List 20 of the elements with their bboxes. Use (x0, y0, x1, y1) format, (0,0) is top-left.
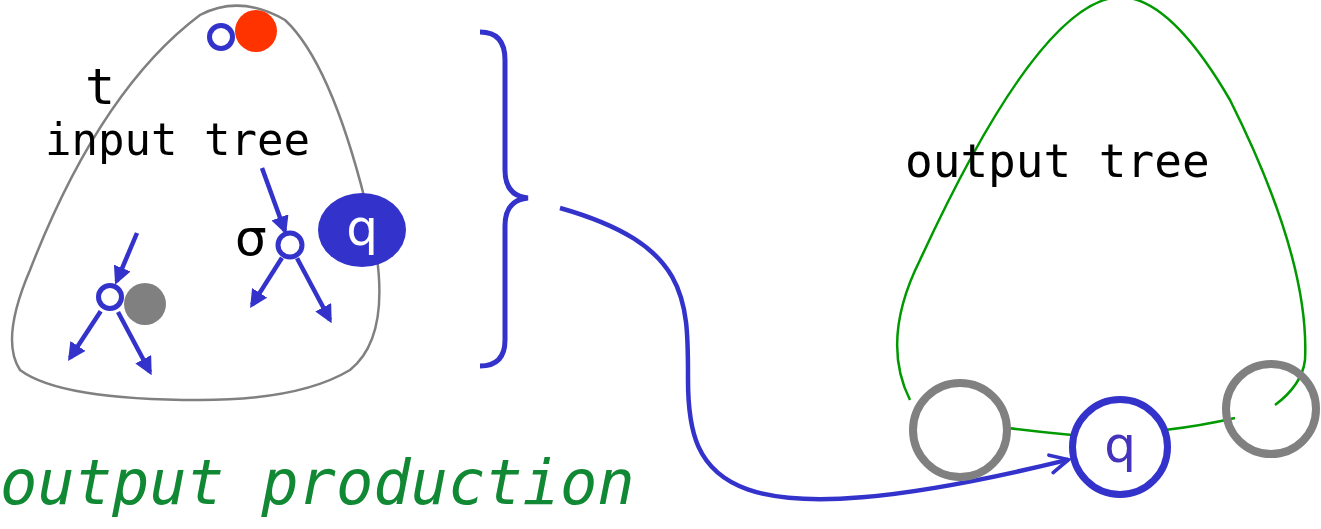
tree-name: t (85, 62, 116, 112)
state-ellipse (318, 193, 406, 267)
tree-node-circle (206, 22, 236, 52)
state-label: q (1104, 419, 1136, 470)
marker-dot (124, 283, 166, 325)
arrow (295, 257, 332, 324)
arrow (68, 310, 103, 361)
arrow (559, 205, 1071, 502)
arrow (259, 167, 289, 235)
state-label: q (346, 202, 378, 253)
output-node-circle (1069, 396, 1171, 498)
output-node-circle (909, 379, 1011, 481)
node-symbol: σ (235, 213, 267, 263)
arrow (116, 310, 152, 376)
output-node-circle (1222, 360, 1320, 458)
marker-dot (235, 10, 277, 52)
arrow (113, 232, 140, 285)
tree-label: input tree (45, 118, 310, 162)
tree-node-circle (95, 282, 125, 312)
arrow (250, 256, 284, 309)
